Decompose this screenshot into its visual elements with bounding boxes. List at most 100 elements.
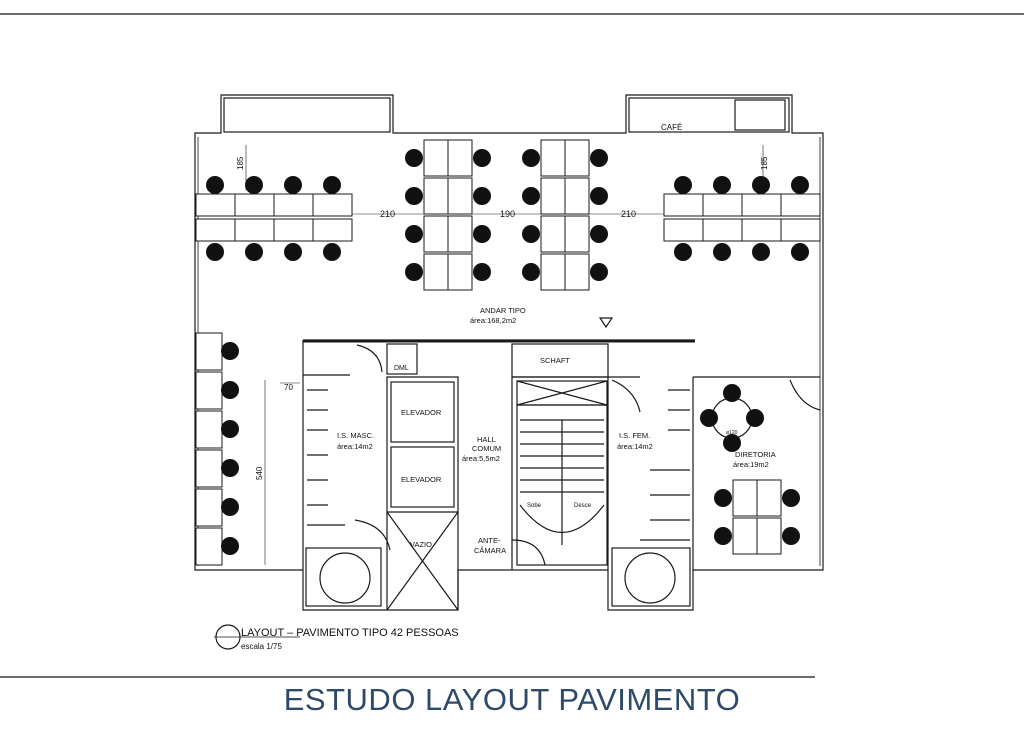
top-rule	[0, 13, 1024, 15]
desk	[273, 193, 314, 217]
chairs	[206, 149, 809, 555]
chair	[590, 263, 608, 281]
chair	[221, 420, 239, 438]
cafe-counter	[734, 99, 786, 131]
chair	[590, 149, 608, 167]
chair	[713, 243, 731, 261]
desk	[540, 139, 566, 177]
label-ante-1: ANTE-	[478, 536, 501, 545]
chair	[713, 176, 731, 194]
masc-shower	[305, 547, 382, 607]
bottom-rule	[0, 676, 815, 678]
desk	[423, 215, 449, 253]
desk	[447, 253, 473, 291]
label-dim-210-right: 210	[621, 209, 636, 219]
elevator-car-2	[390, 446, 455, 508]
caption-title: LAYOUT – PAVIMENTO TIPO 42 PESSOAS	[241, 627, 459, 639]
desk	[195, 193, 236, 217]
chair	[405, 187, 423, 205]
floor-plan: CAFÉ 185 185 210 190 210 ANDAR TIPO área…	[194, 94, 824, 651]
label-dim-185-right: 185	[760, 156, 769, 170]
planter-left	[223, 97, 391, 133]
desk	[447, 177, 473, 215]
desk	[540, 215, 566, 253]
chair	[723, 384, 741, 402]
desk	[564, 253, 590, 291]
desk	[312, 218, 353, 242]
chair	[791, 176, 809, 194]
desk	[756, 479, 782, 517]
label-andar-area: área:168,2m2	[470, 316, 516, 325]
chair	[782, 489, 800, 507]
desk	[564, 177, 590, 215]
desk	[447, 139, 473, 177]
desk	[195, 332, 223, 371]
chair	[723, 434, 741, 452]
desk	[663, 193, 704, 217]
label-dim-70: 70	[284, 383, 293, 392]
desk	[702, 193, 743, 217]
door-arc-4	[354, 519, 391, 551]
chair	[473, 149, 491, 167]
label-desce: Desce	[574, 503, 592, 509]
stair-well	[516, 404, 608, 566]
chair	[323, 176, 341, 194]
desk	[195, 449, 223, 488]
chair	[206, 176, 224, 194]
chair	[221, 537, 239, 555]
desk	[741, 218, 782, 242]
chair	[245, 176, 263, 194]
desk	[195, 371, 223, 410]
desk	[732, 479, 758, 517]
desk	[423, 177, 449, 215]
label-elevador-1: ELEVADOR	[401, 408, 442, 417]
label-andar-tipo: ANDAR TIPO	[480, 306, 526, 315]
label-diretoria: DIRETORIA	[735, 450, 776, 459]
label-is-fem-area: área:14m2	[617, 442, 653, 451]
desk	[273, 218, 314, 242]
north-mark	[598, 317, 614, 329]
chair	[473, 225, 491, 243]
label-ante-2: CÂMARA	[474, 546, 506, 555]
label-schaft: SCHAFT	[540, 356, 570, 365]
chair	[752, 243, 770, 261]
stair-x	[516, 380, 608, 406]
chair	[674, 243, 692, 261]
desk	[234, 218, 275, 242]
chair	[522, 149, 540, 167]
desk	[423, 139, 449, 177]
chair	[473, 187, 491, 205]
label-table: ø120	[726, 430, 738, 436]
desk	[540, 177, 566, 215]
caption-scale: escala 1/75	[241, 642, 282, 651]
masc-stalls	[307, 389, 345, 526]
chair	[284, 176, 302, 194]
chair	[405, 263, 423, 281]
chair	[522, 263, 540, 281]
door-arc-1	[356, 344, 383, 373]
desk	[195, 410, 223, 449]
desk	[741, 193, 782, 217]
label-dim-210-left: 210	[380, 209, 395, 219]
cafe-room	[628, 97, 790, 133]
desk	[234, 193, 275, 217]
door-arc-3	[789, 379, 821, 411]
label-hall-1: HALL	[477, 435, 496, 444]
fem-shower-circle	[624, 552, 676, 604]
chair	[700, 409, 718, 427]
chair	[522, 225, 540, 243]
chair	[590, 187, 608, 205]
desk	[195, 527, 223, 566]
label-sobe: Sobe	[527, 503, 542, 509]
chair	[473, 263, 491, 281]
label-vazio: VAZIO	[410, 540, 432, 549]
chair	[221, 381, 239, 399]
desk	[447, 215, 473, 253]
desk	[195, 488, 223, 527]
fem-stalls	[640, 389, 690, 541]
label-is-masc: I.S. MASC.	[337, 431, 374, 440]
desk	[702, 218, 743, 242]
desk	[564, 139, 590, 177]
desk	[756, 517, 782, 555]
label-dml: DML	[394, 365, 409, 372]
